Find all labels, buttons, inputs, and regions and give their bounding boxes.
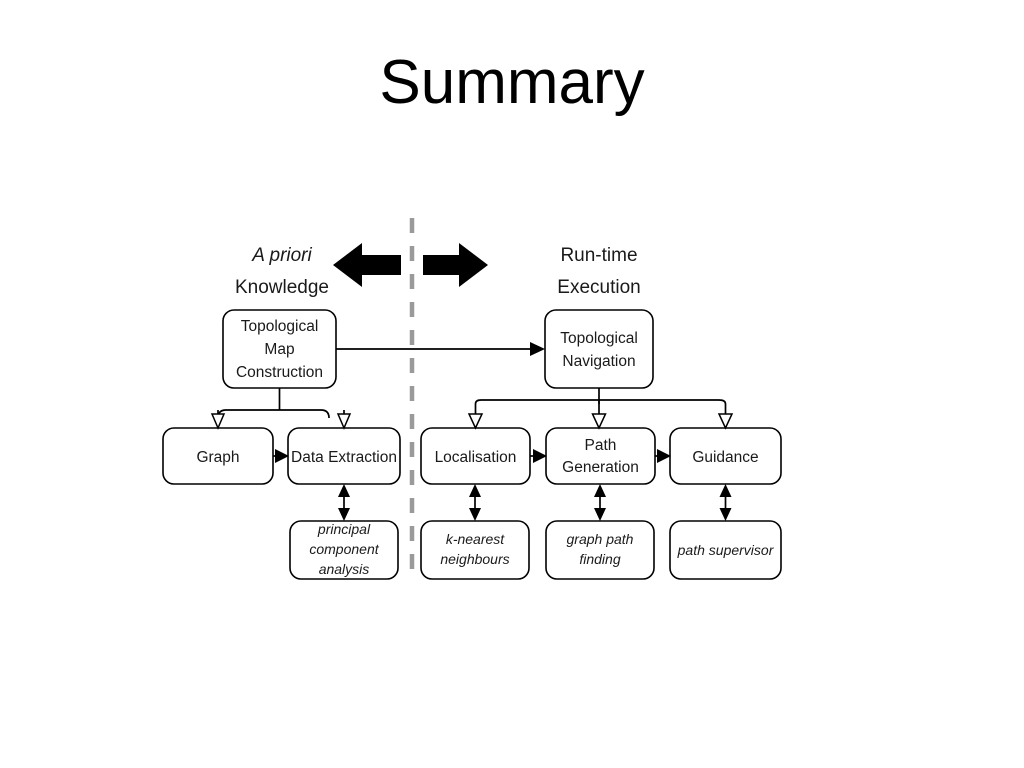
solid-arrowhead bbox=[275, 449, 289, 463]
header-line1: A priori bbox=[251, 245, 312, 266]
solid-arrowhead bbox=[657, 449, 671, 463]
node-label-line3: analysis bbox=[319, 561, 370, 577]
edge-localisation-to-knn bbox=[469, 484, 481, 521]
hollow-arrowhead bbox=[467, 413, 484, 430]
node-label-line3: Construction bbox=[236, 364, 323, 381]
node-label-line2: neighbours bbox=[440, 551, 509, 567]
solid-arrowhead-up bbox=[594, 484, 606, 497]
solid-arrowhead bbox=[530, 342, 545, 356]
hollow-arrowhead bbox=[591, 413, 607, 430]
left-pointing-arrow-icon bbox=[333, 243, 401, 287]
node-graph-path-finding[interactable]: graph path finding bbox=[545, 520, 655, 580]
solid-arrowhead bbox=[533, 449, 547, 463]
node-graph[interactable]: Graph bbox=[162, 427, 274, 485]
node-label-line1: Topological bbox=[241, 318, 319, 335]
node-label-line1: Path bbox=[585, 437, 617, 454]
node-label: path supervisor bbox=[677, 542, 775, 558]
node-box[interactable] bbox=[545, 520, 655, 580]
solid-arrowhead-down bbox=[594, 508, 606, 521]
node-path-generation[interactable]: Path Generation bbox=[545, 427, 656, 485]
node-label-line2: Navigation bbox=[562, 353, 635, 370]
hollow-arrowhead bbox=[210, 413, 226, 430]
node-box[interactable] bbox=[420, 520, 530, 580]
edge-data-extraction-to-pca bbox=[338, 484, 350, 521]
node-box[interactable] bbox=[544, 309, 654, 389]
node-label-line1: Topological bbox=[560, 330, 638, 347]
header-run-time-execution: Run-time Execution bbox=[557, 245, 640, 298]
edge-path-generation-to-guidance bbox=[655, 449, 671, 463]
node-label-line1: k-nearest bbox=[446, 531, 505, 547]
node-topological-navigation[interactable]: Topological Navigation bbox=[544, 309, 654, 389]
edge-map-construction-to-navigation bbox=[336, 342, 545, 356]
node-guidance[interactable]: Guidance bbox=[669, 427, 782, 485]
solid-arrowhead-down bbox=[469, 508, 481, 521]
edge-navigation-branches bbox=[467, 388, 734, 430]
node-topological-map-construction[interactable]: Topological Map Construction bbox=[222, 309, 337, 389]
node-label: Localisation bbox=[435, 449, 517, 466]
header-a-priori-knowledge: A priori Knowledge bbox=[235, 245, 329, 298]
header-line2: Knowledge bbox=[235, 277, 329, 298]
header-line2: Execution bbox=[557, 277, 640, 298]
node-data-extraction[interactable]: Data Extraction bbox=[287, 427, 401, 485]
edge-graph-to-data-extraction bbox=[273, 449, 289, 463]
node-label: Data Extraction bbox=[291, 449, 397, 466]
hollow-arrowhead bbox=[717, 413, 734, 430]
solid-arrowhead-up bbox=[469, 484, 481, 497]
edge-guidance-to-path-supervisor bbox=[719, 484, 732, 521]
node-label: Guidance bbox=[692, 449, 758, 466]
solid-arrowhead-down bbox=[338, 508, 350, 521]
edge-map-construction-branches bbox=[210, 388, 352, 430]
right-pointing-arrow-icon bbox=[423, 243, 488, 287]
node-localisation[interactable]: Localisation bbox=[420, 427, 531, 485]
node-principal-component-analysis[interactable]: principal component analysis bbox=[289, 520, 399, 580]
node-label-line2: component bbox=[309, 541, 379, 557]
node-path-supervisor[interactable]: path supervisor bbox=[669, 520, 782, 580]
edge-localisation-to-path-generation bbox=[530, 449, 547, 463]
node-label-line1: graph path bbox=[567, 531, 634, 547]
node-label: Graph bbox=[196, 449, 239, 466]
edge-path-generation-to-graph-path-finding bbox=[594, 484, 606, 521]
hollow-arrowhead bbox=[336, 413, 352, 430]
header-line1: Run-time bbox=[560, 245, 637, 266]
solid-arrowhead-up bbox=[338, 484, 350, 497]
node-k-nearest-neighbours[interactable]: k-nearest neighbours bbox=[420, 520, 530, 580]
node-label-line2: finding bbox=[579, 551, 620, 567]
node-label-line2: Generation bbox=[562, 459, 639, 476]
node-label-line2: Map bbox=[264, 341, 294, 358]
solid-arrowhead-down bbox=[719, 508, 732, 521]
page-title: Summary bbox=[379, 48, 645, 117]
node-label-line1: principal bbox=[317, 521, 371, 537]
solid-arrowhead-up bbox=[719, 484, 732, 497]
